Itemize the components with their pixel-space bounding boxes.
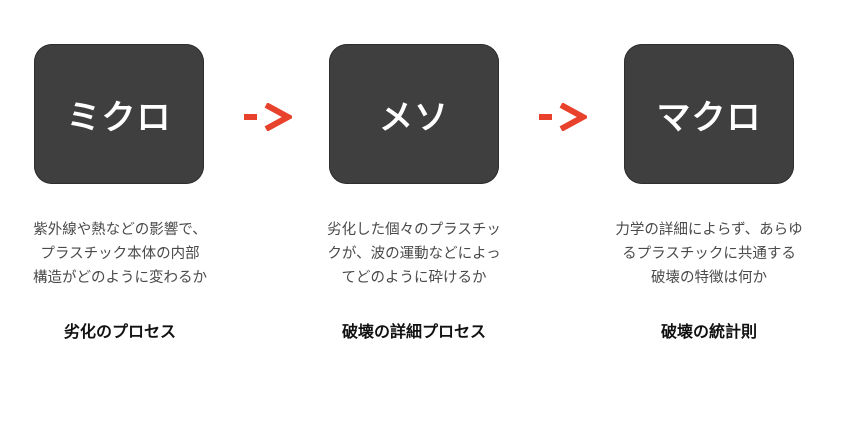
meso-box-label: メソ — [379, 97, 449, 138]
meso-description-line: てどのように砕けるか — [341, 270, 487, 286]
dashed-right-arrow-icon — [539, 103, 587, 131]
meso-description-line: クが、波の運動などによっ — [327, 246, 501, 262]
macro-description-line: 破壊の特徴は何か — [651, 270, 767, 286]
meso-box: メソ — [329, 44, 499, 184]
micro-box: ミクロ — [34, 44, 204, 184]
meso-description-line: 劣化した個々のプラスチッ — [327, 222, 501, 238]
micro-description-line: 構造がどのように変わるか — [33, 270, 207, 286]
macro-box-label: マクロ — [656, 97, 762, 138]
macro-description-line: るプラスチックに共通する — [622, 246, 796, 262]
macro-box: マクロ — [624, 44, 794, 184]
micro-box-label: ミクロ — [66, 97, 172, 138]
macro-caption: 破壊の統計則 — [660, 322, 757, 341]
macro-description: 力学の詳細によらず、あらゆ るプラスチックに共通する 破壊の特徴は何か — [589, 218, 829, 290]
micro-description-line: プラスチック本体の内部 — [40, 246, 200, 262]
macro-description-line: 力学の詳細によらず、あらゆ — [615, 222, 803, 238]
micro-caption: 劣化のプロセス — [63, 322, 176, 341]
micro-description: 紫外線や熱などの影響で、 プラスチック本体の内部 構造がどのように変わるか — [0, 218, 240, 290]
meso-caption: 破壊の詳細プロセス — [341, 322, 486, 341]
micro-description-line: 紫外線や熱などの影響で、 — [33, 222, 207, 238]
meso-description: 劣化した個々のプラスチッ クが、波の運動などによっ てどのように砕けるか — [294, 218, 534, 290]
dashed-right-arrow-icon — [244, 103, 292, 131]
